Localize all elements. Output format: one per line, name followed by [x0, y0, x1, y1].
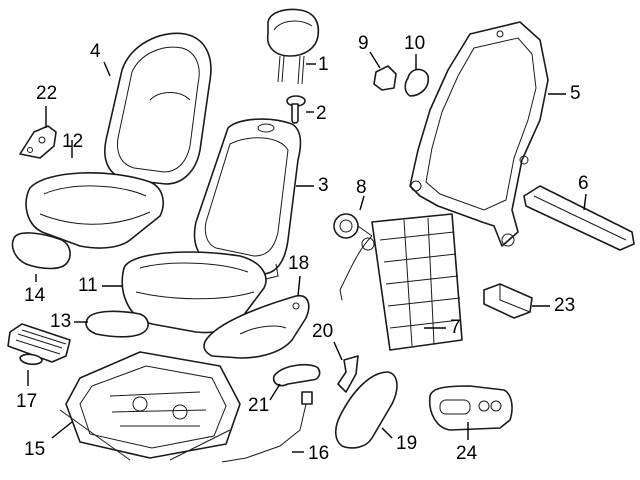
lumbar-pump-part — [333, 213, 373, 239]
callout-8: 8 — [356, 177, 367, 198]
rail-part — [523, 185, 635, 251]
callout-21: 21 — [248, 395, 270, 416]
callout-20: 20 — [312, 321, 334, 342]
callout-19: 19 — [396, 433, 418, 454]
callout-22: 22 — [36, 83, 58, 104]
headrest-guide-part — [286, 95, 306, 124]
trim-part — [85, 310, 149, 338]
backrest-frame-part — [409, 21, 549, 247]
callout-6: 6 — [578, 173, 589, 194]
callout-13: 13 — [50, 311, 72, 332]
grille-part — [7, 323, 71, 366]
callout-4: 4 — [90, 41, 101, 62]
callout-12: 12 — [62, 131, 84, 152]
callout-18: 18 — [288, 253, 310, 274]
callout-23: 23 — [554, 295, 576, 316]
cushion-cover-part — [25, 172, 164, 249]
callout-14: 14 — [24, 285, 46, 306]
callout-3: 3 — [318, 175, 329, 196]
callout-5: 5 — [570, 83, 581, 104]
clip-small-part — [337, 355, 359, 393]
callout-11: 11 — [78, 275, 98, 296]
callout-24: 24 — [456, 443, 478, 464]
leader-lines — [27, 51, 587, 453]
callout-2: 2 — [316, 103, 327, 124]
spring-mat-part — [339, 213, 463, 351]
clip-part — [373, 65, 397, 91]
side-pad-part — [11, 232, 71, 270]
bracket-part — [19, 125, 57, 159]
handle-part — [272, 363, 321, 387]
seat-switch-part — [428, 385, 513, 431]
control-module-part — [483, 283, 533, 319]
cable-part — [221, 391, 313, 463]
callout-10: 10 — [404, 33, 426, 54]
callout-15: 15 — [24, 439, 46, 460]
callout-16: 16 — [308, 443, 330, 464]
callout-1: 1 — [318, 54, 329, 75]
side-trim-part — [203, 294, 310, 359]
backrest-cover-part — [104, 32, 212, 185]
callout-17: 17 — [16, 391, 38, 412]
side-panel-part — [334, 371, 398, 449]
seat-frame-part — [59, 351, 241, 461]
headrest-part — [266, 8, 320, 85]
callout-9: 9 — [358, 33, 369, 54]
callout-7: 7 — [450, 317, 461, 338]
cap-part — [404, 68, 430, 97]
